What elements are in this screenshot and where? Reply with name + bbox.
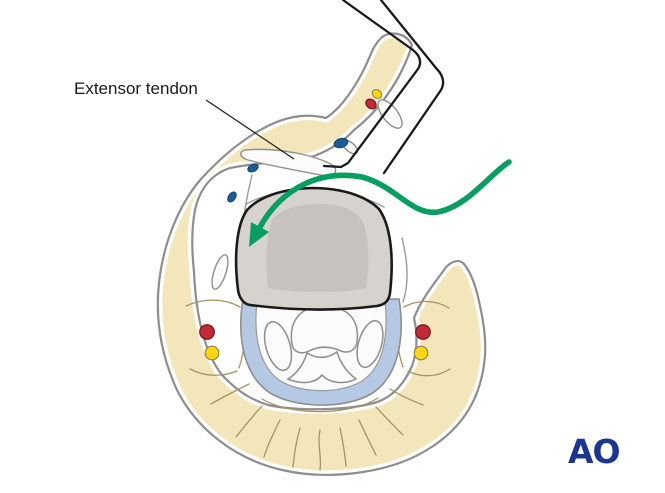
arteries <box>199 98 431 340</box>
artery-dot-right <box>415 324 431 340</box>
septum-line <box>210 383 250 405</box>
septum-line <box>235 405 263 438</box>
phalanx-base-left-lobe <box>263 320 293 372</box>
nerve-dot-left <box>204 345 220 361</box>
artery-dot-left <box>199 324 215 340</box>
septum-line <box>389 388 424 406</box>
joint-capsule-group <box>240 298 402 406</box>
septum-arc-under-capsule <box>261 397 379 413</box>
skin-outline <box>156 32 487 476</box>
label-leader-line <box>205 99 295 160</box>
extensor-tendon-label: Extensor tendon <box>74 79 198 98</box>
flap-outline-outer <box>379 0 445 175</box>
skin-cross-section <box>153 29 490 480</box>
nerve-dot-flap <box>371 88 383 100</box>
nerve-dot-right <box>413 345 429 361</box>
septum-line <box>263 419 281 458</box>
vein-dot <box>333 137 349 149</box>
skin-flap-outline <box>322 0 445 175</box>
flap-outline-inner <box>322 0 422 169</box>
tendon-slips <box>211 99 403 290</box>
septum-line <box>318 429 322 471</box>
bone-inner-shade <box>266 204 369 292</box>
artery-dot-flap <box>365 98 377 110</box>
approach-arrow-shaft <box>257 159 512 230</box>
approach-arrow <box>249 159 512 247</box>
phalanx-base-dome <box>290 305 359 354</box>
condyle-bone <box>234 186 393 311</box>
septum-line <box>375 406 404 436</box>
nerves <box>204 88 429 361</box>
vein-dot <box>227 191 237 203</box>
neurovascular-structures <box>199 88 431 361</box>
capsule-right-line <box>401 237 408 303</box>
approach-arrow-head <box>249 222 269 247</box>
phalanx-base-right-lobe <box>356 319 384 369</box>
lateral-band-tendon <box>211 254 229 290</box>
septum-line <box>358 419 377 456</box>
vein-dot <box>247 163 259 173</box>
annotation: Extensor tendon <box>74 79 295 160</box>
septum-line <box>292 427 301 468</box>
veins <box>227 137 349 203</box>
flap-tendon-slip <box>377 99 403 129</box>
septum-line <box>339 427 347 467</box>
phalanx-base-stem <box>286 350 358 384</box>
phalanx-base-cross-section <box>263 305 384 384</box>
ao-logo: AO <box>568 432 620 471</box>
